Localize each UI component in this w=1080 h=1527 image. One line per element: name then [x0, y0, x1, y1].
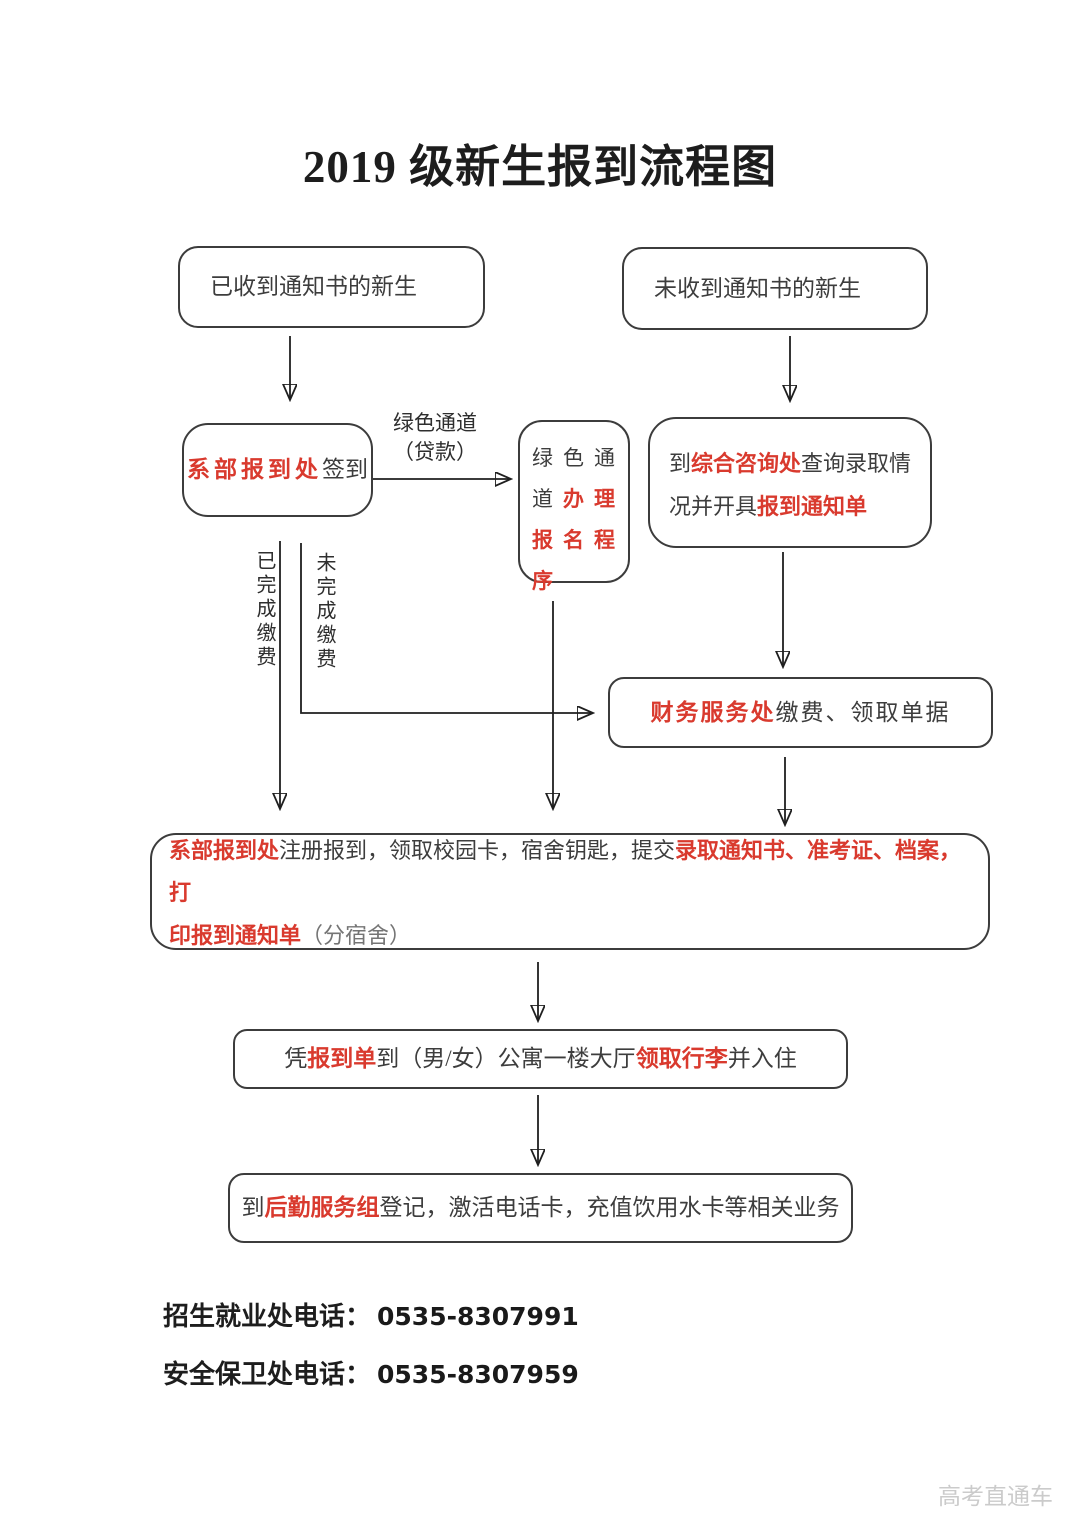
node-received-notice: 已收到通知书的新生 [178, 246, 485, 328]
watermark: 高考直通车 [938, 1483, 1053, 1509]
node-dorm-checkin-text: 凭报到单到（男/女）公寓一楼大厅领取行李并入住 [284, 1046, 797, 1072]
page-title: 2019 级新生报到流程图 [302, 142, 778, 192]
node-dept-signin-text: 系部报到处签到 [187, 457, 368, 483]
node-no-notice: 未收到通知书的新生 [622, 247, 928, 330]
node-dept-signin: 系部报到处签到 [182, 423, 373, 517]
node-green-channel: 绿色通道办理报名程序 [518, 420, 630, 593]
node-finance-office: 财务服务处缴费、领取单据 [608, 677, 993, 748]
edge-label-green-channel-line1: 绿色通道 [393, 411, 477, 435]
footer-admissions-phone-number: 0535-8307991 [377, 1302, 579, 1331]
footer-admissions-phone: 招生就业处电话：0535-8307991 [163, 1296, 579, 1333]
node-received-notice-text: 已收到通知书的新生 [210, 274, 417, 300]
node-logistics-group-text: 到后勤服务组登记，激活电话卡，充值饮用水卡等相关业务 [241, 1195, 840, 1221]
node-consult-office: 到综合咨询处查询录取情况并开具报到通知单 [648, 417, 932, 548]
node-dorm-checkin: 凭报到单到（男/女）公寓一楼大厅领取行李并入住 [233, 1029, 848, 1089]
node-green-channel-text: 绿色通道办理报名程序 [532, 446, 625, 593]
node-logistics-group: 到后勤服务组登记，激活电话卡，充值饮用水卡等相关业务 [228, 1173, 853, 1243]
edge-label-green-channel-line2: （贷款） [393, 439, 477, 464]
node-dept-register: 系部报到处注册报到，领取校园卡，宿舍钥匙，提交录取通知书、准考证、档案，打印报到… [150, 833, 990, 950]
node-no-notice-text: 未收到通知书的新生 [654, 275, 861, 301]
node-consult-office-text: 到综合咨询处查询录取情况并开具报到通知单 [669, 450, 912, 519]
footer-security-phone: 安全保卫处电话：0535-8307959 [163, 1354, 579, 1391]
footer-security-phone-label: 安全保卫处电话： [163, 1360, 372, 1389]
footer-admissions-phone-label: 招生就业处电话： [163, 1302, 372, 1331]
edge-label-paid: 已完成缴费 [253, 550, 275, 670]
edge-label-unpaid: 未完成缴费 [313, 552, 335, 672]
edge-label-green-channel-loan: 绿色通道 （贷款） [378, 409, 492, 467]
footer-security-phone-number: 0535-8307959 [377, 1360, 579, 1389]
node-dept-register-text: 系部报到处注册报到，领取校园卡，宿舍钥匙，提交录取通知书、准考证、档案，打印报到… [169, 838, 962, 948]
node-finance-office-text: 财务服务处缴费、领取单据 [650, 699, 951, 725]
